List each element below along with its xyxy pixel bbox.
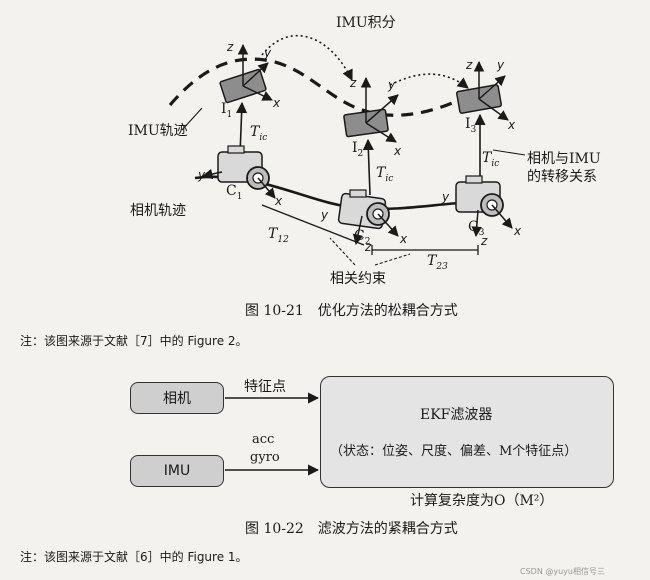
- axis-x-imu2: x: [394, 144, 402, 158]
- imu-integration-arc: [261, 35, 353, 82]
- ekf-filter-box: [320, 376, 614, 488]
- acc-label: acc: [252, 432, 275, 447]
- complexity-label: 计算复杂度为O（M²）: [410, 493, 554, 509]
- imu-trajectory-label: IMU轨迹: [128, 123, 188, 139]
- axis-y-imu1: y: [264, 46, 272, 60]
- ekf-state: （状态：位姿、尺度、偏差、M个特征点）: [330, 444, 578, 459]
- constraint-pointer-2: [374, 253, 411, 266]
- camera-label-1: C1: [226, 183, 243, 202]
- camera-box: 相机: [130, 382, 224, 414]
- imu-trajectory-curve: [168, 57, 471, 117]
- imu-integration-arc-2: [389, 73, 469, 89]
- loose-coupling-diagram: [168, 35, 526, 266]
- axis-y-imu2: y: [388, 78, 396, 92]
- t12-line: [261, 204, 365, 246]
- t-ic-label-3: Tic: [482, 150, 500, 169]
- feature-points-label: 特征点: [244, 379, 286, 395]
- imu-integration-label: IMU积分: [336, 15, 396, 31]
- t-ic-arrow-2: [362, 138, 374, 196]
- camera-label-3: C3: [468, 219, 485, 238]
- camera-trajectory-label: 相机轨迹: [130, 203, 186, 219]
- imu-label-1: I1: [221, 101, 233, 120]
- axis-z-imu3: z: [466, 58, 473, 72]
- t-ic-label-2: Tic: [376, 165, 394, 184]
- axis-z-cam2: z: [365, 240, 372, 254]
- figure2-note: 注：该图来源于文献［6］中的 Figure 1。: [20, 550, 248, 564]
- axis-x-cam3: x: [514, 224, 522, 238]
- transfer-relation-label: 相机与IMU 的转移关系: [527, 151, 601, 185]
- axis-z-cam3: z: [481, 234, 488, 248]
- axis-y-cam3: y: [442, 190, 450, 204]
- transfer-pointer: [492, 149, 526, 156]
- relative-constraint-label: 相关约束: [330, 271, 386, 287]
- axis-y-imu3: y: [497, 58, 505, 72]
- t23-label: T23: [427, 253, 448, 272]
- imu-traj-pointer: [181, 107, 203, 131]
- axis-z-imu2: z: [350, 76, 357, 90]
- axis-x-cam1: x: [275, 194, 283, 208]
- figure1-note: 注：该图来源于文献［7］中的 Figure 2。: [20, 334, 248, 348]
- axis-z-imu1: z: [227, 40, 234, 54]
- camera-1: [201, 145, 276, 199]
- imu-label-3: I3: [465, 116, 477, 135]
- imu-unit-1: [219, 43, 273, 104]
- imu-label-2: I2: [352, 140, 364, 159]
- imu-box: IMU: [130, 455, 224, 487]
- axis-x-imu3: x: [508, 118, 516, 132]
- axis-x-imu1: x: [273, 96, 281, 110]
- figure1-caption: 图 10-21 优化方法的松耦合方式: [245, 303, 458, 319]
- tight-coupling-diagram: [225, 392, 320, 476]
- gyro-label: gyro: [250, 450, 280, 465]
- axis-y-cam2: y: [321, 208, 329, 222]
- camera-2: [337, 189, 399, 246]
- imu-unit-3: [455, 60, 509, 121]
- constraint-pointer-1: [329, 237, 356, 266]
- axis-x-cam2: x: [400, 232, 408, 246]
- t-ic-label-1: Tic: [250, 124, 268, 143]
- axis-y-cam1: y: [198, 168, 206, 182]
- figure2-caption: 图 10-22 滤波方法的紧耦合方式: [245, 521, 458, 537]
- watermark: CSDN @yuyu相信号三: [520, 567, 605, 576]
- camera-3: [455, 175, 513, 238]
- ekf-title: EKF滤波器: [420, 407, 493, 423]
- imu-unit-2: [343, 76, 399, 143]
- camera-label-2: C2: [354, 228, 371, 247]
- t12-label: T12: [268, 226, 289, 245]
